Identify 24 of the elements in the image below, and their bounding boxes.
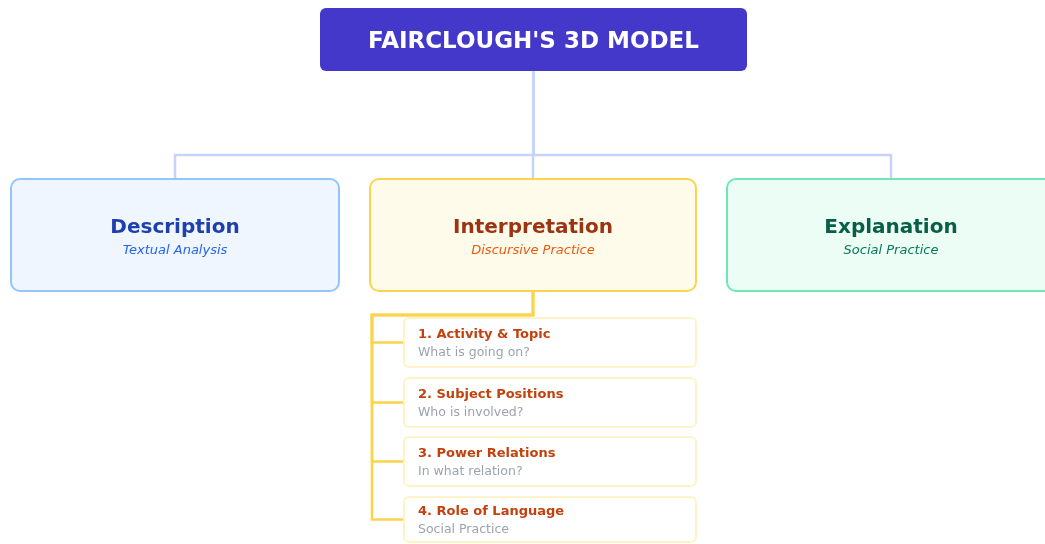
step-question: Social Practice [418,521,510,536]
level-heading: Interpretation [453,213,613,238]
step-question: Who is involved? [418,404,525,419]
step-heading: 4. Role of Language [418,503,566,518]
step-card [403,496,697,543]
level-heading: Description [110,213,240,238]
step-card [403,436,697,487]
level-box [726,178,1045,292]
step-heading: 2. Subject Positions [418,386,565,401]
connector-line [532,71,893,178]
level-heading: Explanation [824,213,958,238]
step-heading: 1. Activity & Topic [418,326,552,341]
level-box [369,178,697,292]
step-card [403,377,697,428]
step-card [403,317,697,368]
level-box [10,178,340,292]
connector-line [370,292,535,521]
title-box: FAIRCLOUGH'S 3D MODEL [320,8,747,71]
level-subtitle: Discursive Practice [471,241,595,257]
step-question: What is going on? [418,344,531,359]
step-question: In what relation? [418,463,524,478]
level-subtitle: Textual Analysis [122,241,228,257]
step-heading: 3. Power Relations [418,445,557,460]
level-subtitle: Social Practice [843,241,939,257]
